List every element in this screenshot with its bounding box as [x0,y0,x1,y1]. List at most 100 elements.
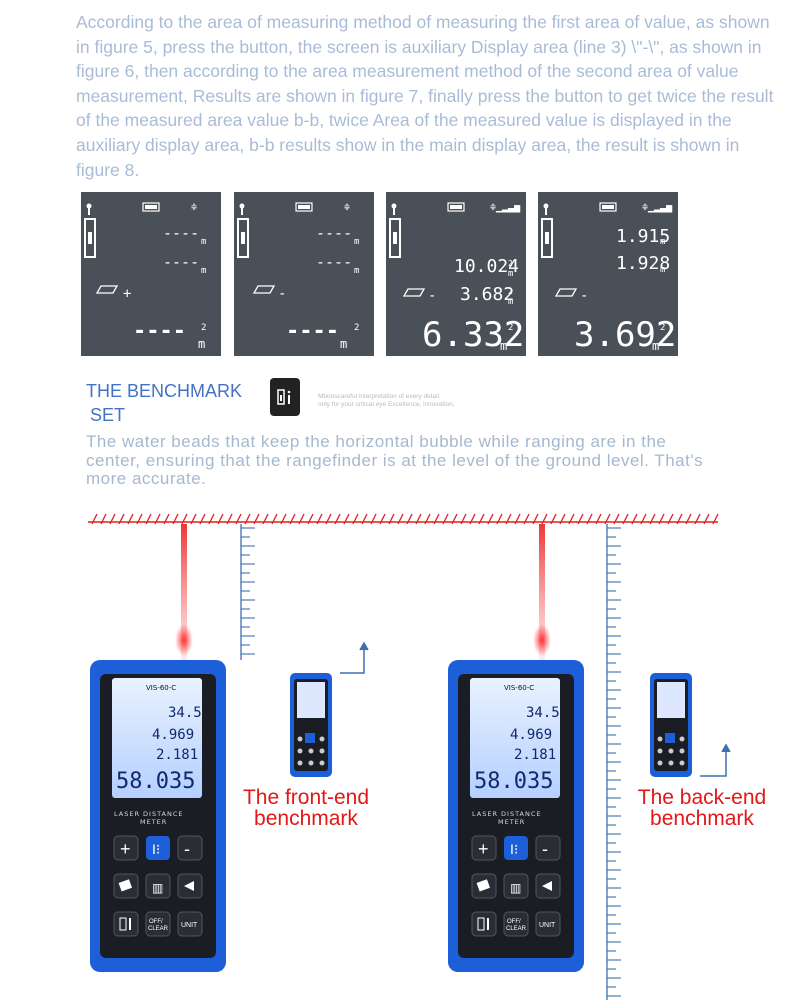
svg-text:4.969: 4.969 [152,727,194,743]
rangefinder-icon [541,203,553,258]
main-value: ---- [286,319,339,344]
benchmark-title: THE BENCHMARK SET [86,381,243,425]
svg-text:2: 2 [508,323,513,333]
svg-text:+: + [120,839,131,859]
svg-text:m: m [660,237,665,247]
main-value: 6.332 [422,315,524,355]
svg-text:-: - [184,839,190,859]
svg-text:METER: METER [140,818,167,826]
intro-paragraph: According to the area of measuring metho… [76,12,774,180]
laser-beam-left [175,524,193,664]
svg-text:2.181: 2.181 [156,747,198,763]
line3-value: 3.682 [460,284,514,305]
signal-icon: ≑ [344,202,350,213]
main-value: ---- [133,319,186,344]
main-value: 3.692 [574,315,676,355]
battery-icon [447,202,465,212]
ruler-left [240,524,255,660]
ruler-right [606,524,621,1000]
arrow-up-front-icon [340,641,369,674]
mode-sign: - [580,288,588,304]
device-screen [112,678,202,798]
water-bead-text: The water beads that keep the horizontal… [86,432,704,488]
figure-row: ≑ ---- m ---- m + ---- 2 m ≑ ---- m ----… [81,192,681,356]
line1-value: ---- [316,224,352,242]
rangefinder-icon [389,203,401,258]
svg-text:m: m [198,337,205,351]
signal-icon: ≑▁▂▃▅ [490,202,521,213]
svg-text:METER: METER [498,818,525,826]
svg-text:m: m [508,297,513,307]
svg-text:2: 2 [354,323,359,333]
device-back: VIS-60-C 34.5 4.969 2.181 58.035 LASER D… [448,660,584,972]
rangefinder-icon [84,203,96,258]
svg-text:OFF/: OFF/ [149,919,163,925]
small-device-back [650,673,692,777]
battery-icon [599,202,617,212]
svg-text:▥: ▥ [510,881,521,895]
line2-value: 1.928 [616,253,670,274]
svg-text:UNIT: UNIT [181,922,198,929]
signal-icon: ≑▁▂▃▅ [642,202,673,213]
lcd-figure-5: ≑ ---- m ---- m + ---- 2 m [81,192,221,356]
svg-text:2: 2 [201,323,206,333]
lcd-figure-8: ≑▁▂▃▅ 1.915 m 1.928 m - 3.692 2 m [538,192,678,356]
benchmark-scene: VIS-60-C 34.5 4.969 2.181 58.035 LASER D… [0,500,790,1002]
svg-text:m: m [201,266,206,276]
svg-text:34.5: 34.5 [168,705,202,721]
device-model: VIS-60-C [146,684,176,692]
caption-front-end: The front-end benchmark [242,786,370,830]
svg-text:I⁝: I⁝ [152,841,160,857]
svg-text:-: - [542,839,548,859]
line1-value: 1.915 [616,226,670,247]
line2-value: ---- [316,253,352,271]
svg-text:VIS-60-C: VIS-60-C [504,684,534,692]
svg-text:+: + [478,839,489,859]
signal-icon: ≑ [191,202,197,213]
svg-text:m: m [508,269,513,279]
svg-text:UNIT: UNIT [539,922,556,929]
svg-text:58.035: 58.035 [474,769,553,794]
device-keypad: + I⁝ - ▥ OFF/CLEAR UNIT [113,835,203,937]
area-icon [252,285,276,294]
lcd-figure-6: ≑ ---- m ---- m - ---- 2 m [234,192,374,356]
area-icon [95,285,119,294]
svg-text:m: m [354,237,359,247]
caption-back-end: The back-end benchmark [637,786,767,830]
svg-text:m: m [340,337,347,351]
line2-value: ---- [163,253,199,271]
rangefinder-icon [237,203,249,258]
line2-value: 10.024 [454,256,519,277]
svg-text:m: m [500,339,507,353]
mode-sign: - [428,288,436,304]
svg-text:2: 2 [508,259,513,268]
small-device-front [290,673,332,777]
benchmark-tagline: Mbooscareful interpretation of every det… [318,393,455,408]
svg-text:m: m [660,265,665,275]
battery-icon [295,202,313,212]
svg-text:2: 2 [508,287,513,296]
svg-text:CLEAR: CLEAR [506,926,527,932]
mode-sign: + [123,286,131,302]
svg-text:4.969: 4.969 [510,727,552,743]
svg-text:I⁝: I⁝ [510,841,518,857]
svg-text:CLEAR: CLEAR [148,926,169,932]
svg-text:LASER DISTANCE: LASER DISTANCE [114,810,184,818]
svg-text:OFF/: OFF/ [507,919,521,925]
area-icon [554,288,578,297]
lcd-figure-7: ≑▁▂▃▅ 10.024 2 m - 3.682 2 m 6.332 2 m [386,192,526,356]
svg-text:LASER DISTANCE: LASER DISTANCE [472,810,542,818]
area-icon [402,288,426,297]
svg-text:2: 2 [660,323,665,333]
mode-sign: - [278,286,286,302]
svg-text:2.181: 2.181 [514,747,556,763]
svg-text:34.5: 34.5 [526,705,560,721]
ceiling-line [88,513,719,525]
svg-text:▥: ▥ [152,881,163,895]
line1-value: ---- [163,224,199,242]
svg-text:m: m [201,237,206,247]
arrow-up-back-icon [700,743,731,777]
svg-text:m: m [652,339,659,353]
battery-icon [142,202,160,212]
benchmark-device-icon [270,378,300,416]
